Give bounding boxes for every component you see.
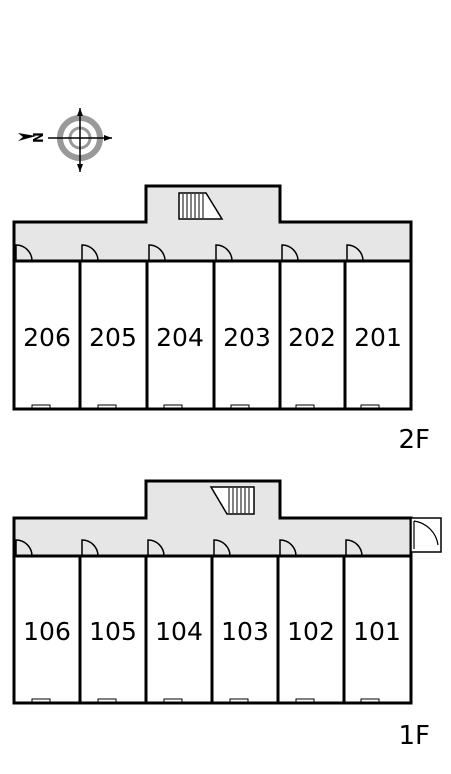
stairs-icon bbox=[178, 192, 224, 220]
corridor bbox=[12, 479, 413, 558]
room-label: 106 bbox=[23, 617, 71, 646]
north-label: N bbox=[32, 132, 47, 143]
floor-label: 1F bbox=[399, 721, 431, 751]
room-label: 102 bbox=[287, 617, 335, 646]
room-label: 204 bbox=[156, 323, 204, 352]
stairs-icon bbox=[209, 486, 255, 515]
corridor bbox=[12, 184, 413, 263]
room-label: 202 bbox=[288, 323, 336, 352]
door-icons bbox=[15, 539, 363, 557]
compass-icon: N bbox=[18, 108, 112, 172]
window-icons bbox=[31, 404, 380, 410]
room-label: 203 bbox=[223, 323, 271, 352]
floor-1f: 106 105 104 103 102 101 1F bbox=[12, 479, 442, 751]
floor-2f: 206 205 204 203 202 201 2F bbox=[12, 184, 431, 455]
room-label: 105 bbox=[89, 617, 137, 646]
room-label: 103 bbox=[221, 617, 269, 646]
room-label: 101 bbox=[353, 617, 401, 646]
door-icons bbox=[15, 244, 364, 262]
window-icons bbox=[31, 698, 380, 704]
room-label: 206 bbox=[23, 323, 71, 352]
room-label: 201 bbox=[354, 323, 402, 352]
room-label: 205 bbox=[89, 323, 137, 352]
floor-label: 2F bbox=[399, 425, 431, 455]
entrance-door-icon bbox=[410, 517, 442, 553]
room-label: 104 bbox=[155, 617, 203, 646]
